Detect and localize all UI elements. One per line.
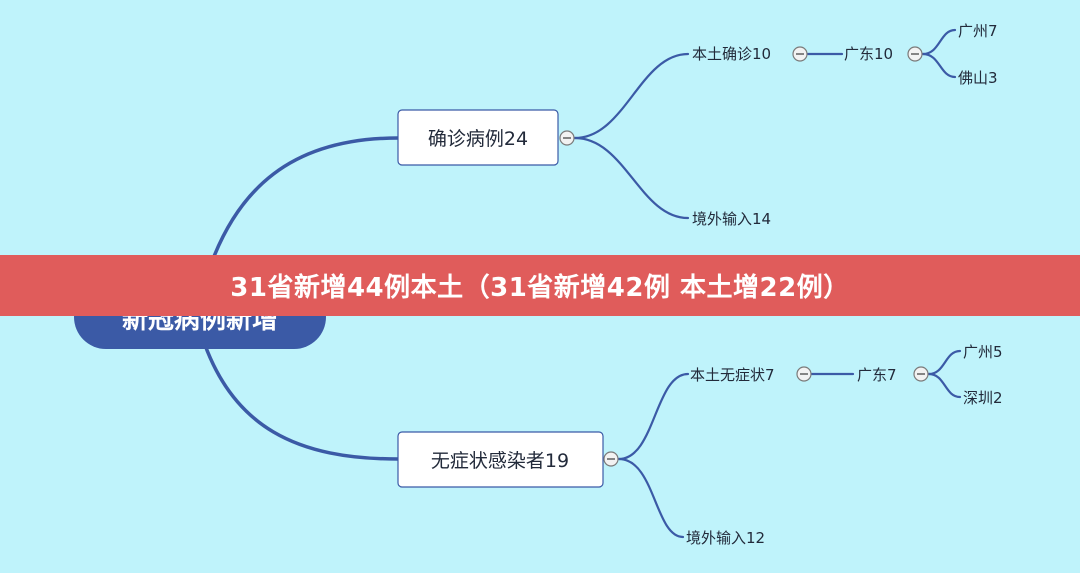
leaf-guangzhou-confirmed[interactable]: 广州7: [958, 22, 998, 40]
connector-asymptomatic-imported: [617, 457, 685, 539]
leaf-foshan-confirmed[interactable]: 佛山3: [958, 69, 998, 87]
leaf-shenzhen-asymptomatic[interactable]: 深圳2: [963, 389, 1003, 407]
collapse-toggle-guangdong-confirmed[interactable]: [907, 46, 923, 62]
headline-banner: 31省新增44例本土（31省新增42例 本土增22例）: [0, 255, 1080, 316]
connector-guangdong7-guangzhou: [927, 349, 962, 376]
collapse-toggle-local-asymptomatic[interactable]: [796, 366, 812, 382]
collapse-toggle-confirmed[interactable]: [559, 130, 575, 146]
connector-asymptomatic-local: [617, 372, 690, 461]
connector-guangdong7-shenzhen: [927, 372, 962, 399]
node-imported-confirmed-label[interactable]: 境外输入14: [692, 210, 771, 228]
collapse-toggle-local-confirmed[interactable]: [792, 46, 808, 62]
leaf-guangzhou-asymptomatic[interactable]: 广州5: [963, 343, 1003, 361]
connector-guangdong10-guangzhou: [921, 28, 957, 56]
collapse-toggle-guangdong-asymptomatic[interactable]: [913, 366, 929, 382]
node-imported-asymptomatic-label[interactable]: 境外输入12: [686, 529, 765, 547]
collapse-toggle-asymptomatic[interactable]: [603, 451, 619, 467]
node-local-asymptomatic-label[interactable]: 本土无症状7: [690, 366, 775, 384]
node-confirmed-cases-label: 确诊病例24: [428, 128, 528, 150]
node-guangdong-confirmed-label[interactable]: 广东10: [844, 45, 893, 63]
node-asymptomatic-label: 无症状感染者19: [431, 450, 569, 472]
node-asymptomatic[interactable]: [397, 431, 604, 488]
connector-confirmed-local: [573, 52, 690, 140]
headline-title: 31省新增44例本土（31省新增42例 本土增22例）: [230, 273, 850, 303]
connector-confirmed-imported: [573, 136, 690, 220]
connector-root-asymptomatic: [198, 328, 400, 461]
node-local-confirmed-label[interactable]: 本土确诊10: [692, 45, 771, 63]
node-confirmed-cases[interactable]: [397, 109, 559, 166]
connector-guangdong10-foshan: [921, 52, 957, 79]
node-guangdong-asymptomatic-label[interactable]: 广东7: [857, 366, 897, 384]
